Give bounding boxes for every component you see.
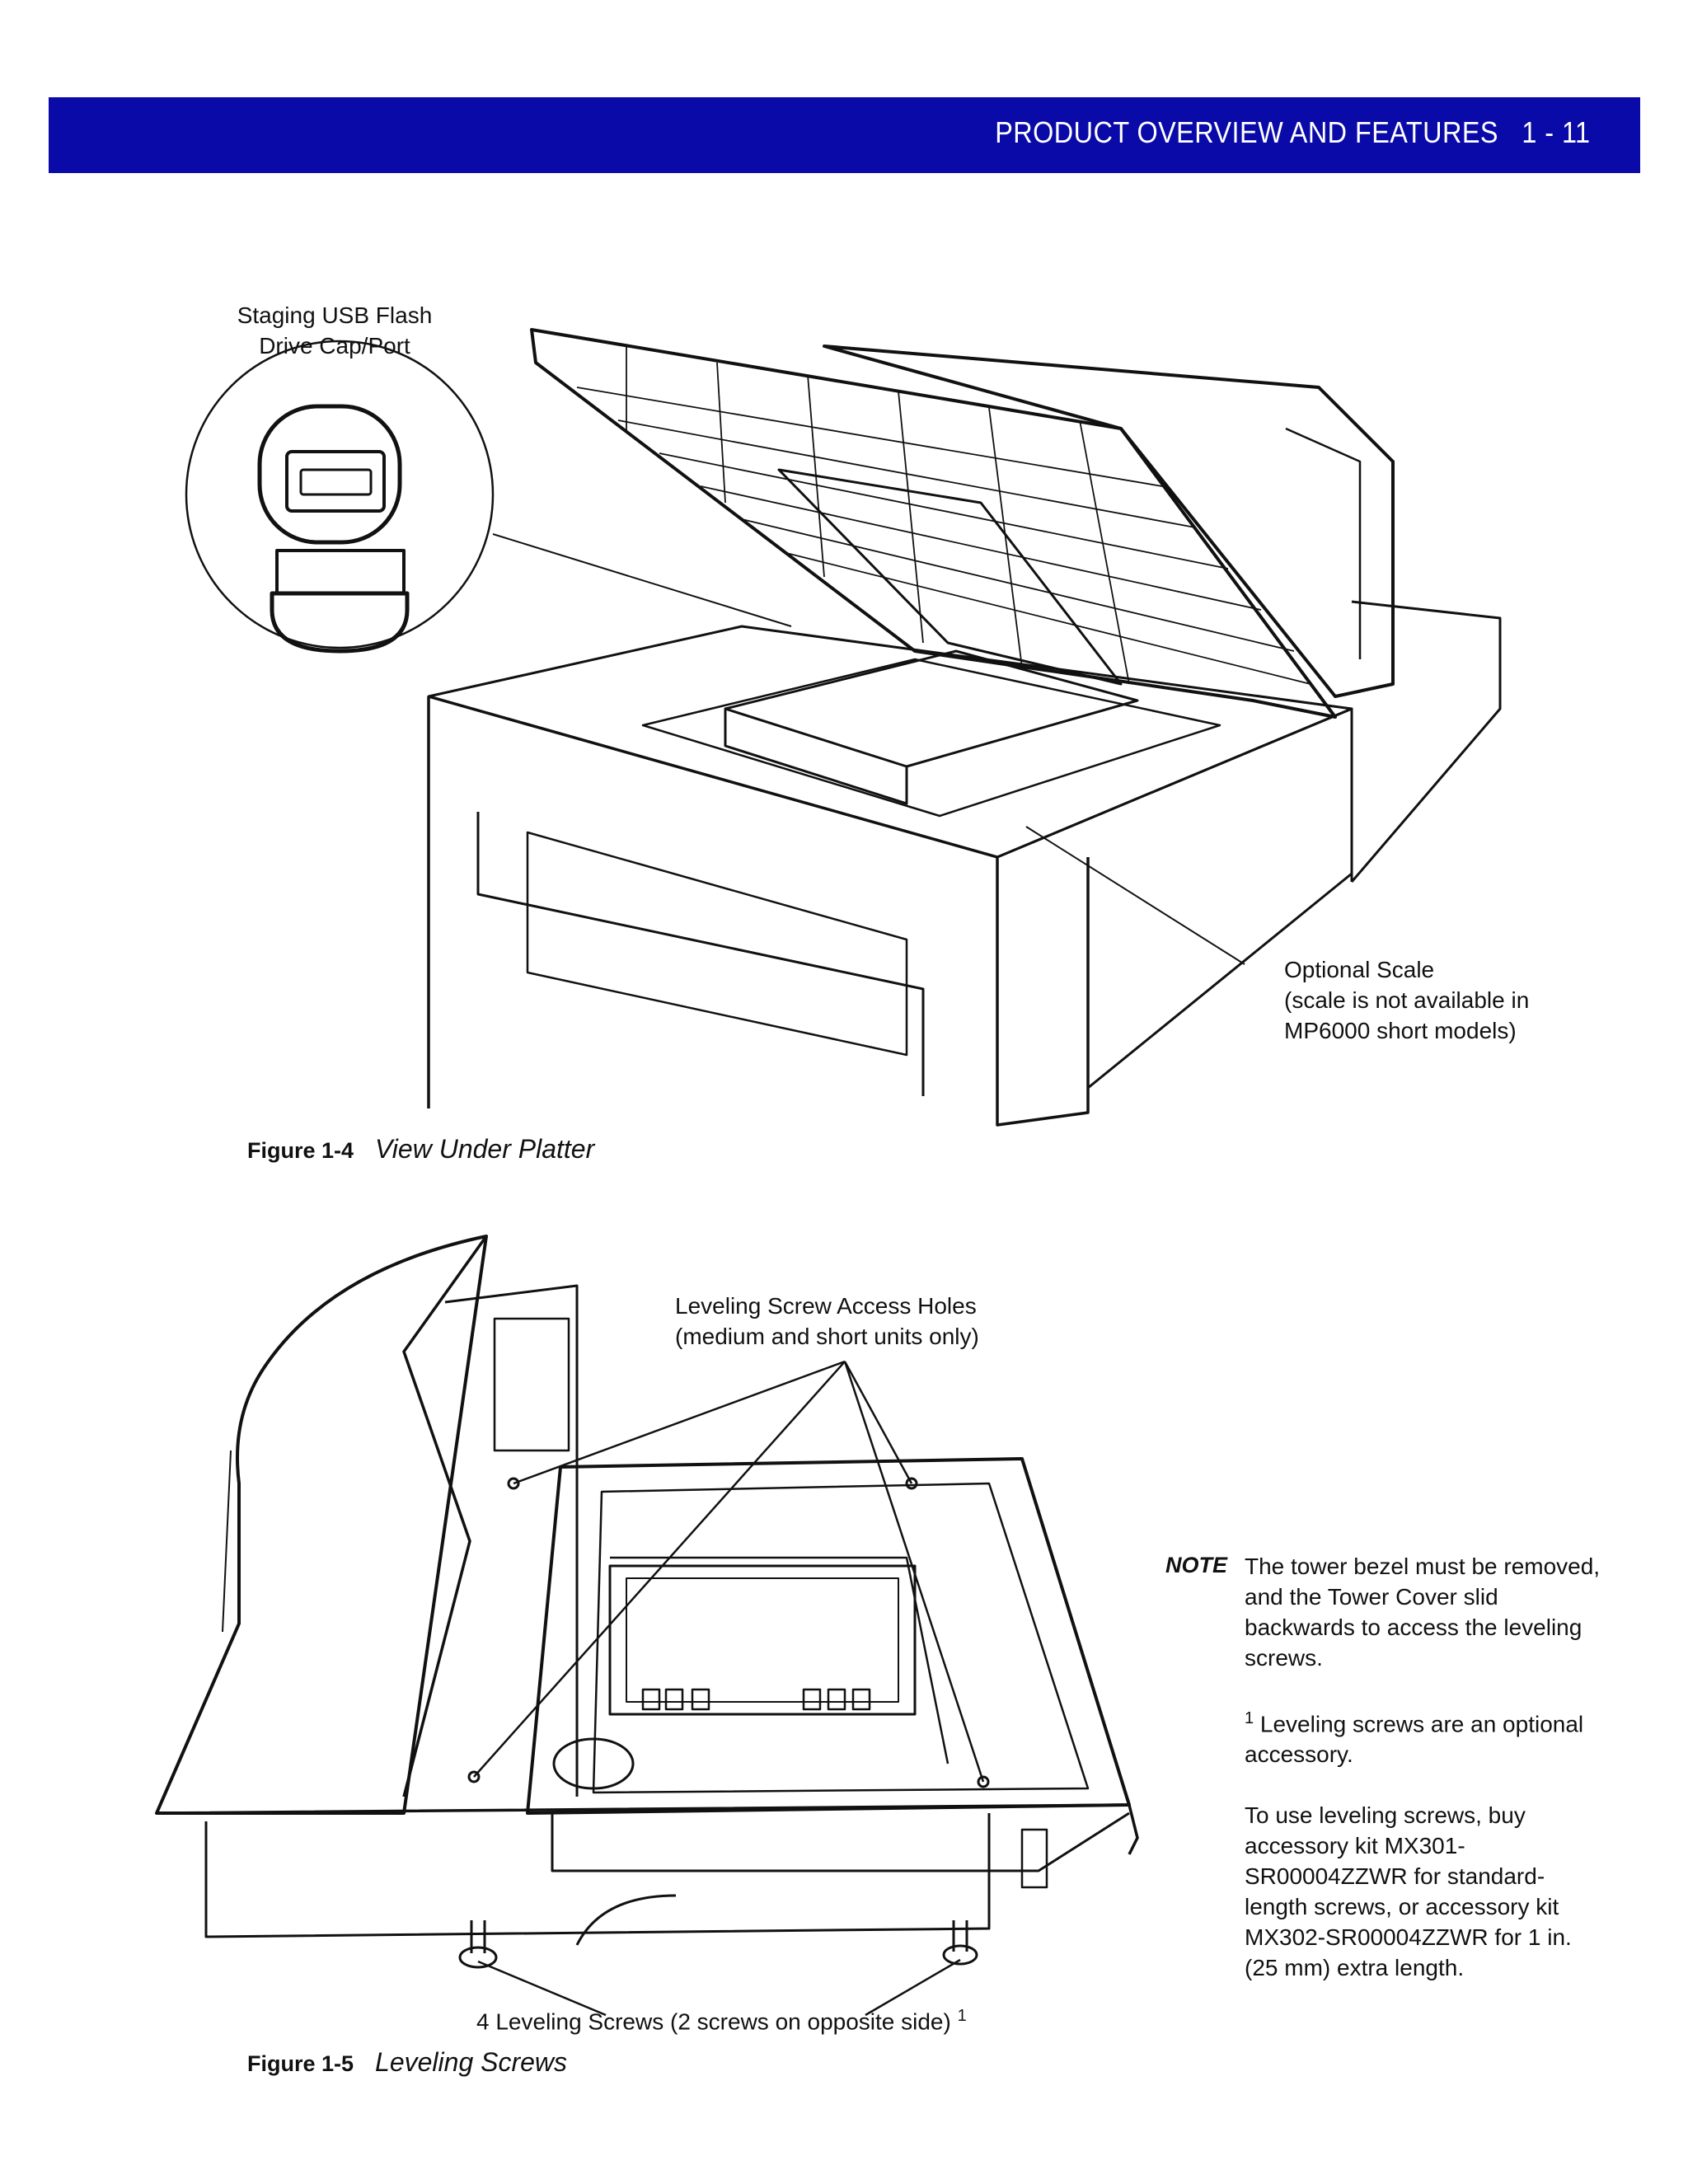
note-paragraph-3: To use leveling screws, buy accessory ki…: [1245, 1802, 1572, 1981]
figure-4-caption: Figure 1-4 View Under Platter: [247, 1134, 594, 1165]
figure-5-caption: Figure 1-5 Leveling Screws: [247, 2047, 567, 2078]
access-holes-callout: Leveling Screw Access Holes (medium and …: [675, 1293, 979, 1349]
usb-port-callout: Staging USB Flash Drive Cap/Port: [237, 302, 433, 359]
note-paragraph-1: The tower bezel must be removed, and the…: [1245, 1554, 1601, 1671]
note-body: The tower bezel must be removed, and the…: [1245, 1551, 1607, 2013]
view-under-platter-illustration: [185, 328, 1502, 1127]
optional-scale-callout: Optional Scale (scale is not available i…: [1284, 957, 1530, 1043]
leveling-screws-footnote-mark: 1: [957, 2007, 967, 2025]
header-bar: PRODUCT OVERVIEW AND FEATURES 1 - 11: [49, 97, 1640, 173]
page-header: PRODUCT OVERVIEW AND FEATURES 1 - 11: [996, 115, 1591, 150]
figure-5-title: Leveling Screws: [375, 2047, 568, 2077]
footnote-mark: 1: [1245, 1709, 1254, 1727]
header-title: PRODUCT OVERVIEW AND FEATURES: [995, 115, 1499, 149]
footnote-text: Leveling screws are an optional accessor…: [1245, 1711, 1584, 1768]
page-number: 1 - 11: [1522, 115, 1591, 149]
note-paragraph-2: 1 Leveling screws are an optional access…: [1245, 1704, 1607, 1769]
leveling-screws-text: 4 Leveling Screws (2 screws on opposite …: [476, 2008, 951, 2035]
figure-5-number: Figure 1-5: [247, 2051, 354, 2076]
figure-4-number: Figure 1-4: [247, 1138, 354, 1163]
note-label: NOTE: [1165, 1553, 1228, 1577]
leveling-screws-callout: 4 Leveling Screws (2 screws on opposite …: [476, 2001, 967, 2036]
figure-4-title: View Under Platter: [375, 1134, 595, 1164]
